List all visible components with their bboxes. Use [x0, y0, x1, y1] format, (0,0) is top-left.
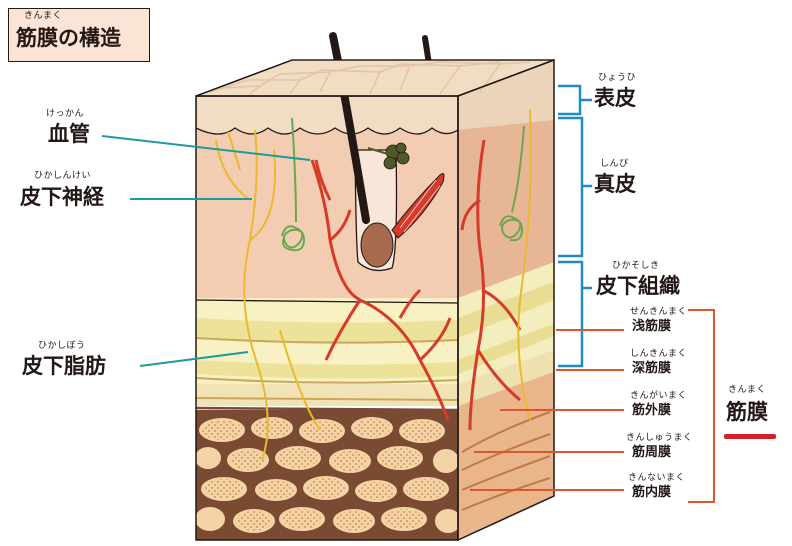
- perimysium-ruby: きんしゅうまく: [626, 433, 693, 443]
- subcutaneous-nerve-label: 皮下神経: [20, 185, 104, 209]
- fascia-group-label: 筋膜: [726, 400, 768, 424]
- page-title: 筋膜の構造: [16, 26, 121, 50]
- skin-surface-cells: [209, 61, 531, 95]
- deep-fascia-label: 深筋膜: [632, 361, 672, 376]
- subcutaneous-fat-ruby: ひかしぼう: [38, 341, 86, 351]
- fat-stripe-2: [196, 360, 458, 379]
- sebaceous-gland: [383, 142, 410, 170]
- subcutaneous-nerve-ruby: ひかしんけい: [34, 171, 92, 181]
- subcutaneous-tissue-label: 皮下組織: [596, 274, 680, 298]
- leader-lines-left: [101, 135, 311, 367]
- sweat-gland: [281, 117, 306, 252]
- superficial-fascia-label: 浅筋膜: [632, 319, 672, 334]
- deep-fascia-front: [196, 384, 458, 406]
- epidermis-ruby: ひょうひ: [598, 73, 637, 83]
- fascia-underline: [724, 434, 776, 439]
- superficial-fascia-ruby: せんきんまく: [630, 307, 688, 317]
- side-face: [458, 60, 554, 540]
- fascia-leaders: [470, 309, 715, 503]
- hair-shaft-1: [329, 32, 370, 224]
- dermis-ruby: しんぴ: [600, 159, 629, 169]
- deep-fascia-ruby: しんきんまく: [630, 349, 688, 359]
- hair-bulb: [360, 222, 394, 268]
- front-face: [196, 96, 458, 540]
- title-box: [8, 8, 150, 62]
- epidermis-front: [196, 96, 458, 135]
- layer-brackets: [558, 84, 592, 368]
- epimysium-label: 筋外膜: [632, 403, 672, 418]
- epimysium-ruby: きんがいまく: [630, 391, 688, 401]
- perimysium-label: 筋周膜: [632, 445, 672, 460]
- blood-vessels: [310, 159, 452, 421]
- subcutaneous-tissue-ruby: ひかそしき: [612, 261, 660, 271]
- blood-vessel-label: 血管: [48, 122, 90, 146]
- dermis-label: 真皮: [594, 172, 636, 196]
- fascia-group-ruby: きんまく: [728, 385, 767, 395]
- endomysium-label: 筋内膜: [632, 485, 672, 500]
- blood-vessel-ruby: けっかん: [46, 109, 85, 119]
- epidermis-label: 表皮: [594, 86, 636, 110]
- endomysium-ruby: きんないまく: [628, 473, 686, 483]
- fat-stripe-1: [196, 318, 458, 343]
- title-ruby: きんまく: [24, 11, 63, 21]
- subcutaneous-nerves: [215, 129, 321, 461]
- subcutaneous-fat-label: 皮下脂肪: [22, 354, 106, 378]
